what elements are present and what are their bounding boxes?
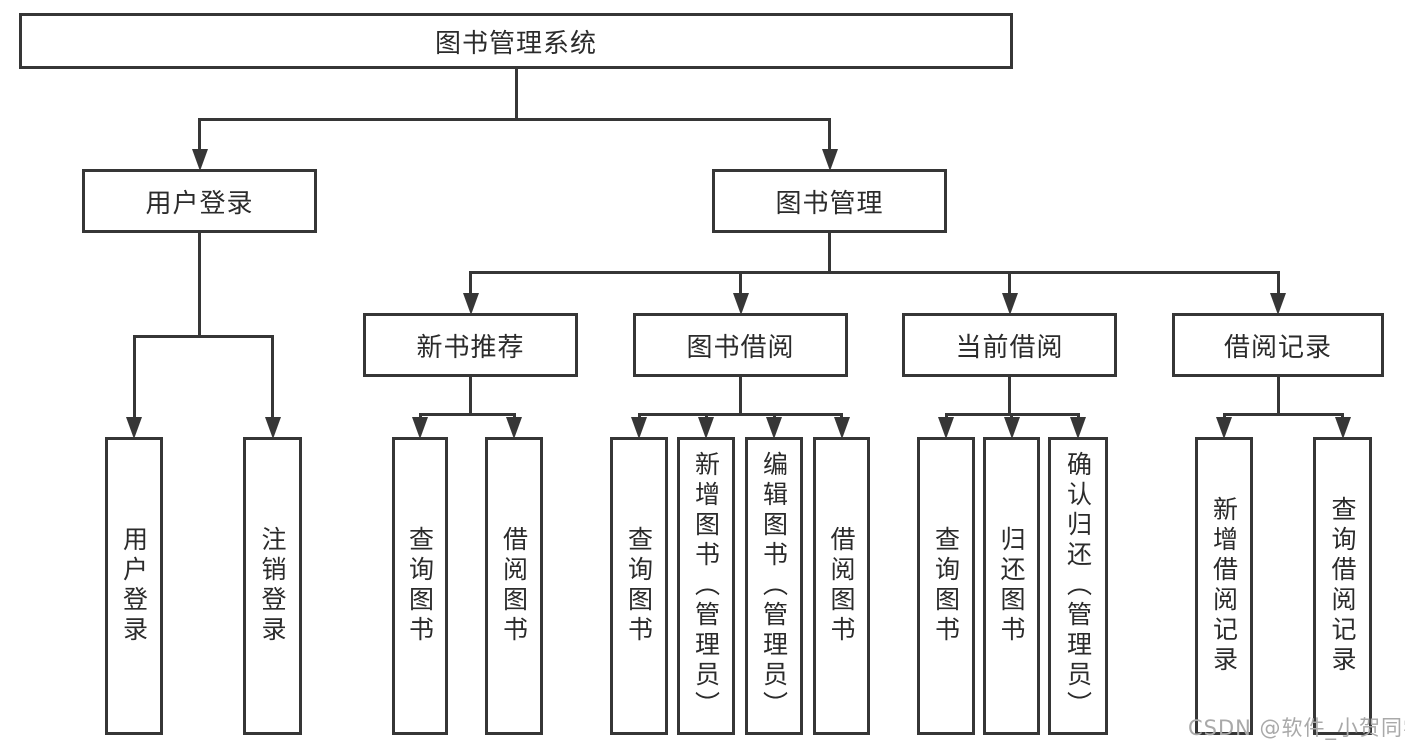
node-library-system: 图书管理系统 (19, 13, 1013, 69)
arrowhead-down-icon (1270, 293, 1286, 315)
arrowhead-down-icon (1003, 417, 1020, 439)
connector-line (271, 336, 274, 421)
node-book-borrow: 图书借阅 (633, 313, 848, 377)
arrowhead-down-icon (833, 417, 850, 439)
leaf-logout: 注销登录 (243, 437, 302, 735)
leaf-confirm-return-admin: 确认归还（管理员） (1048, 437, 1108, 735)
csdn-watermark: CSDN @软件_小贺同学 (1188, 716, 1405, 740)
arrowhead-down-icon (1001, 293, 1018, 315)
arrowhead-down-icon (1334, 417, 1351, 439)
arrowhead-down-icon (732, 293, 749, 315)
node-book-management: 图书管理 (712, 169, 947, 233)
node-user-login-module: 用户登录 (82, 169, 317, 233)
connector-line (198, 233, 201, 336)
connector-line (1276, 272, 1280, 297)
leaf-edit-books-admin: 编辑图书（管理员） (745, 437, 803, 735)
connector-rail (1222, 412, 1344, 416)
connector-rail (132, 334, 274, 338)
leaf-recommend-borrow-books: 借阅图书 (485, 437, 543, 735)
leaf-current-query-books: 查询图书 (917, 437, 975, 735)
arrowhead-down-icon (1070, 417, 1086, 439)
connector-line (198, 119, 201, 153)
arrowhead-down-icon (462, 293, 479, 315)
connector-line (828, 119, 831, 153)
node-borrow-records: 借阅记录 (1172, 313, 1384, 377)
connector-rail (637, 412, 843, 416)
leaf-return-books: 归还图书 (983, 437, 1040, 735)
arrowhead-down-icon (821, 149, 838, 171)
arrowhead-down-icon (264, 417, 281, 439)
arrowhead-down-icon (698, 417, 714, 439)
arrowhead-down-icon (412, 417, 428, 439)
arrowhead-down-icon (766, 417, 782, 439)
node-new-book-recommend: 新书推荐 (363, 313, 578, 377)
arrowhead-down-icon (191, 149, 208, 171)
connector-rail (418, 412, 516, 416)
arrowhead-down-icon (1216, 417, 1232, 439)
connector-line (739, 377, 742, 414)
connector-line (132, 336, 136, 421)
leaf-add-books-admin: 新增图书（管理员） (677, 437, 735, 735)
connector-line (469, 377, 472, 414)
connector-line (1008, 377, 1011, 414)
arrowhead-down-icon (126, 417, 142, 439)
leaf-add-borrow-record: 新增借阅记录 (1195, 437, 1253, 735)
connector-line (828, 233, 831, 272)
connector-line (1008, 272, 1011, 297)
leaf-recommend-query-books: 查询图书 (392, 437, 448, 735)
connector-rail (198, 117, 831, 121)
connector-line (739, 272, 742, 297)
connector-rail (469, 270, 1280, 274)
leaf-borrow-books: 借阅图书 (813, 437, 870, 735)
leaf-borrow-query-books: 查询图书 (610, 437, 668, 735)
leaf-query-borrow-record: 查询借阅记录 (1313, 437, 1372, 735)
node-current-borrow: 当前借阅 (902, 313, 1117, 377)
arrowhead-down-icon (631, 417, 647, 439)
connector-line (1276, 377, 1280, 414)
connector-line (514, 69, 518, 119)
arrowhead-down-icon (938, 417, 954, 439)
leaf-user-login: 用户登录 (105, 437, 163, 735)
connector-line (469, 272, 472, 297)
arrowhead-down-icon (506, 417, 522, 439)
